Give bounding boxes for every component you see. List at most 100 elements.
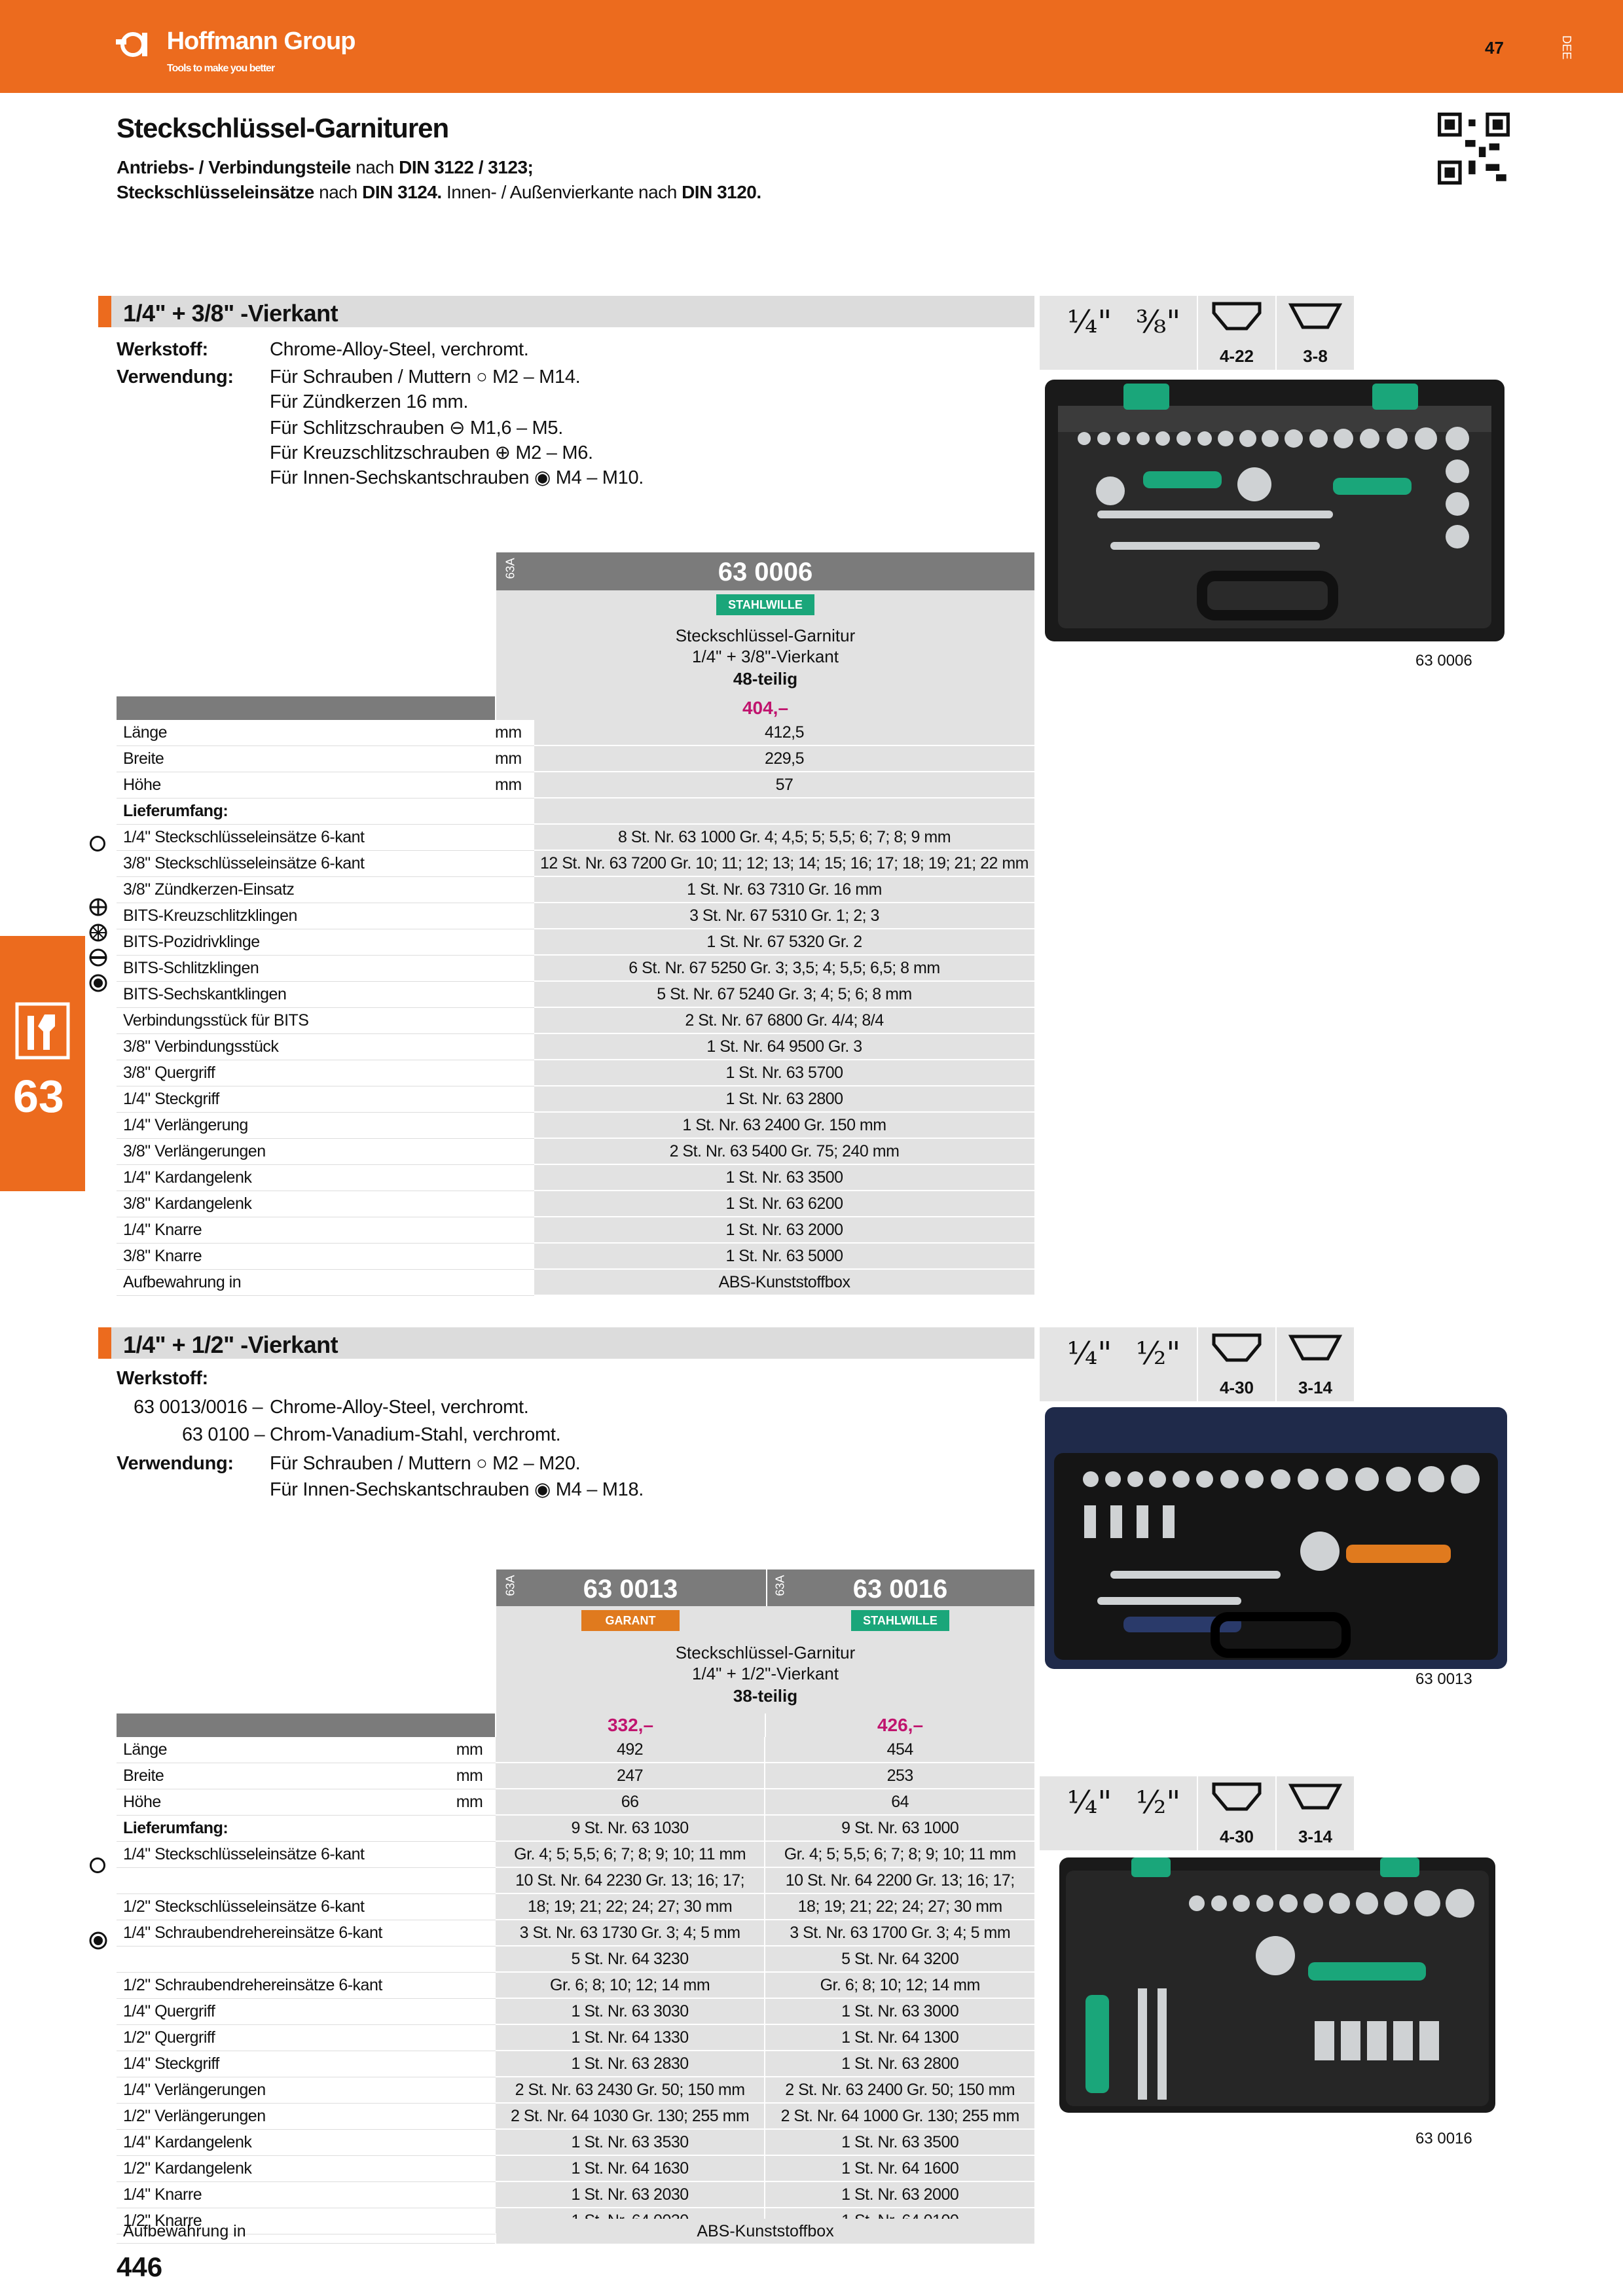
verwendung-line: Für Zündkerzen 16 mm. <box>270 391 469 412</box>
spec-label: 1/4" Verlängerungen <box>117 2077 456 2104</box>
spec-label: 1/2" Steckschlüsseleinsätze 6-kant <box>117 1893 456 1920</box>
spec-unit <box>456 2103 496 2130</box>
spec-label: 1/4" Steckschlüsseleinsätze 6-kant <box>117 1841 456 1868</box>
spec-header-bar <box>117 1713 495 1737</box>
socket-set-case-image <box>1066 1857 1489 2106</box>
spec-unit <box>495 1243 534 1270</box>
description: Steckschlüssel-Garnitur <box>675 626 856 645</box>
spec-label: BITS-Sechskantklingen <box>117 981 495 1008</box>
spec-label: 1/4" Verlängerung <box>117 1112 495 1139</box>
spec-unit <box>495 1191 534 1217</box>
spec-label: 1/4" Quergriff <box>117 1998 456 2025</box>
spec-value-63-0016: 253 <box>765 1763 1034 1789</box>
spec-unit: mm <box>456 1737 496 1763</box>
spec-label: Verbindungsstück für BITS <box>117 1007 495 1034</box>
spec-unit <box>495 1269 534 1296</box>
spec-value-63-0013: 2 St. Nr. 63 2430 Gr. 50; 150 mm <box>495 2077 766 2104</box>
brand-badge: STAHLWILLE <box>716 594 814 615</box>
spec-unit <box>456 1972 496 1999</box>
logo-icon <box>116 32 147 57</box>
piece-count: 38-teilig <box>733 1686 798 1706</box>
spec-value: 2 St. Nr. 67 6800 Gr. 4/4; 8/4 <box>534 1007 1034 1034</box>
intro-line-2: Steckschlüsseleinsätze nach DIN 3124. In… <box>117 182 761 202</box>
spec-value-63-0016: 2 St. Nr. 63 2400 Gr. 50; 150 mm <box>765 2077 1034 2104</box>
spec-value: 2 St. Nr. 63 5400 Gr. 75; 240 mm <box>534 1138 1034 1165</box>
intro-line-1: Antriebs- / Verbindungsteile nach DIN 31… <box>117 157 534 177</box>
spec-unit <box>456 2051 496 2077</box>
table-row: Lieferumfang: <box>117 798 1034 825</box>
price: 332,– <box>496 1713 765 1737</box>
brand-badge: GARANT <box>581 1610 680 1631</box>
spec-unit <box>495 981 534 1008</box>
spec-unit <box>456 1867 496 1894</box>
verwendung-line: Für Schrauben / Muttern ○ M2 – M14. <box>270 367 581 387</box>
article-number: 63 0006 <box>718 558 813 586</box>
spec-label <box>117 1946 456 1973</box>
werkstoff-label: Werkstoff: <box>117 339 208 360</box>
socket-set-case-image <box>1058 384 1491 628</box>
werkstoff-code: 63 0013/0016 – <box>134 1397 263 1418</box>
werkstoff-value: Chrom-Vanadium-Stahl, verchromt. <box>270 1424 561 1445</box>
spec-value: 6 St. Nr. 67 5250 Gr. 3; 3,5; 4; 5,5; 6,… <box>534 955 1034 982</box>
description: Steckschlüssel-Garnitur <box>675 1643 856 1662</box>
spec-unit <box>495 850 534 877</box>
spec-value: 1 St. Nr. 63 5700 <box>534 1060 1034 1086</box>
hex-socket-range-icon: 4-30 <box>1198 1776 1275 1850</box>
hex-key-range-icon: 3-8 <box>1277 296 1354 370</box>
article-header: 63A 63 0006 <box>496 552 1034 590</box>
spec-value-63-0016: 1 St. Nr. 64 1300 <box>765 2024 1034 2051</box>
spec-label: BITS-Schlitzklingen <box>117 955 495 982</box>
spec-unit <box>456 2024 496 2051</box>
spec-label: 1/4" Knarre <box>117 1217 495 1244</box>
spec-value-63-0013: 247 <box>495 1763 766 1789</box>
spec-unit <box>495 1217 534 1244</box>
spec-label: 1/2" Verlängerungen <box>117 2103 456 2130</box>
storage-value: ABS-Kunststoffbox <box>496 2219 1034 2244</box>
section-heading-1: 1/4" + 3/8" -Vierkant <box>98 296 1034 327</box>
spec-value-63-0016: Gr. 4; 5; 5,5; 6; 7; 8; 9; 10; 11 mm <box>765 1841 1034 1868</box>
image-caption: 63 0016 <box>1415 2130 1472 2147</box>
spec-value: 12 St. Nr. 63 7200 Gr. 10; 11; 12; 13; 1… <box>534 850 1034 877</box>
drive-3-8-icon: ⅜" <box>1120 296 1197 370</box>
verwendung-label: Verwendung: <box>117 367 234 387</box>
chapter-side-tab[interactable]: 63 <box>0 936 85 1191</box>
spec-label: 3/8" Verbindungsstück <box>117 1033 495 1060</box>
spec-unit: mm <box>456 1789 496 1816</box>
hex-nut-icon <box>90 1857 105 1873</box>
spec-value-63-0016: 1 St. Nr. 64 1600 <box>765 2155 1034 2182</box>
spec-value-63-0013: Gr. 6; 8; 10; 12; 14 mm <box>495 1972 766 1999</box>
spec-unit <box>495 1086 534 1113</box>
tools-icon <box>15 1002 70 1060</box>
article-number: 63 0013 <box>583 1575 678 1604</box>
spec-value: 57 <box>534 772 1034 798</box>
spec-unit: mm <box>495 772 534 798</box>
spec-label: 1/2" Knarre <box>117 2208 456 2234</box>
spec-unit <box>495 1033 534 1060</box>
spec-label: 3/8" Kardangelenk <box>117 1191 495 1217</box>
article-header: 63A 63 0013 63A 63 0016 <box>496 1570 1034 1606</box>
spec-label: 3/8" Knarre <box>117 1243 495 1270</box>
spec-value: 1 St. Nr. 63 2800 <box>534 1086 1034 1113</box>
qr-code-icon[interactable] <box>1438 113 1510 185</box>
spec-label: Höhe <box>117 1789 456 1816</box>
spec-label: 1/4" Knarre <box>117 2181 456 2208</box>
spec-value-63-0016: 2 St. Nr. 64 1000 Gr. 130; 255 mm <box>765 2103 1034 2130</box>
spec-unit <box>456 1946 496 1973</box>
spec-label: Breite <box>117 745 495 772</box>
spec-value: 229,5 <box>534 745 1034 772</box>
verwendung-line: Für Kreuzschlitzschrauben ⊕ M2 – M6. <box>270 442 593 463</box>
spec-value-63-0013: 18; 19; 21; 22; 24; 27; 30 mm <box>495 1893 766 1920</box>
